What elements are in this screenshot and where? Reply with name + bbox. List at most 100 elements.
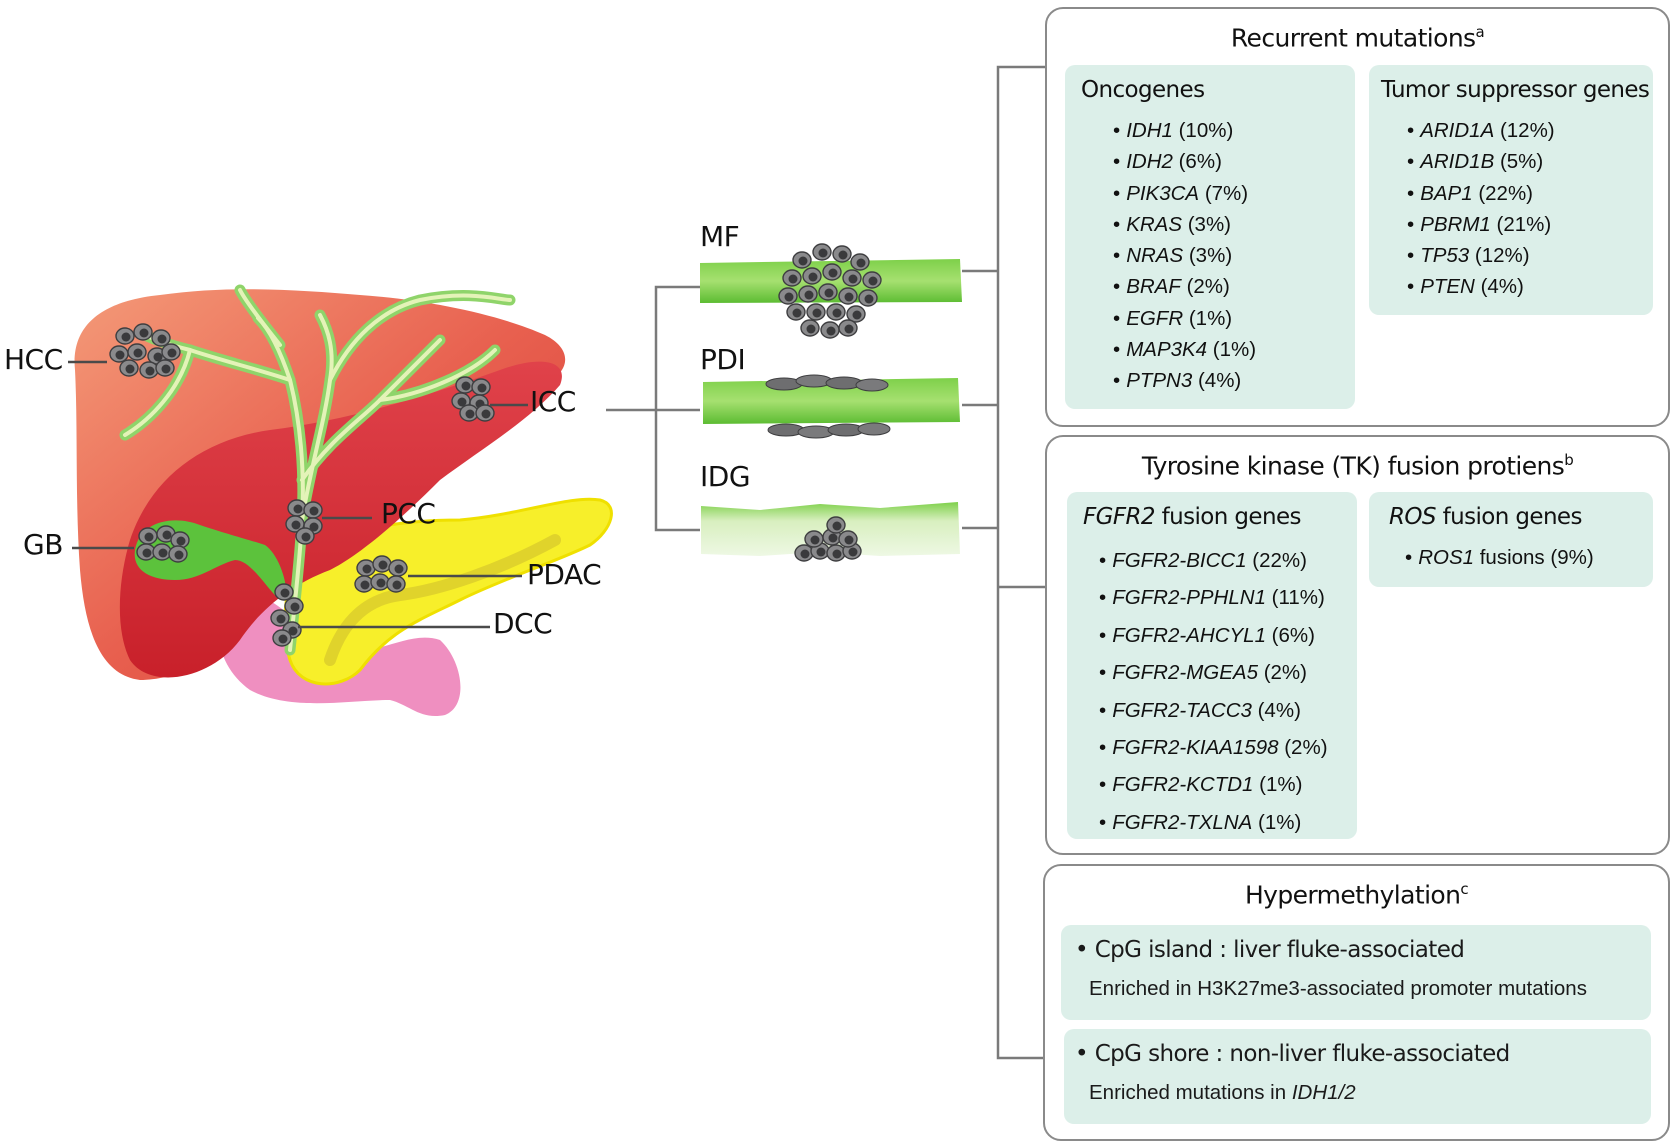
tk-fusion-panel: Tyrosine kinase (TK) fusion protiensb FG… [1045, 435, 1670, 855]
oncogenes-title: Oncogenes [1081, 77, 1205, 103]
label-icc: ICC [530, 385, 576, 418]
gene-name: KRAS [1126, 212, 1183, 236]
gene-frequency: fusions (9%) [1479, 546, 1594, 569]
gene-name: FGFR2-TXLNA [1112, 810, 1253, 834]
bullet-glyph: • [1099, 623, 1107, 647]
bullet-glyph: • [1113, 338, 1121, 362]
bullet-glyph: • [1407, 181, 1415, 205]
cpg-island-heading: • CpG island : liver fluke-associated [1075, 937, 1465, 963]
gene-item: •FGFR2-KIAA1598 (2%) [1099, 729, 1328, 766]
bullet-glyph: • [1099, 773, 1107, 797]
pattern-connector-lines [606, 65, 1048, 1060]
cpg-shore-heading: • CpG shore : non-liver fluke-associated [1075, 1041, 1510, 1067]
fgfr2-list: •FGFR2-BICC1 (22%)•FGFR2-PPHLN1 (11%)•FG… [1099, 542, 1328, 841]
gene-name: MAP3K4 [1126, 338, 1208, 362]
gene-name: PTEN [1420, 275, 1475, 299]
bullet-glyph: • [1099, 549, 1107, 572]
gene-frequency: (22%) [1252, 549, 1307, 572]
label-pdac: PDAC [527, 558, 602, 591]
anatomy-leader-lines [68, 360, 528, 629]
oncogenes-list: •IDH1 (10%)•IDH2 (6%)•PIK3CA (7%)•KRAS (… [1113, 115, 1256, 397]
gene-name: BAP1 [1420, 181, 1473, 205]
gene-name: EGFR [1126, 306, 1184, 330]
gene-item: •BAP1 (22%) [1407, 178, 1555, 209]
gene-item: •PTEN (4%) [1407, 271, 1555, 302]
fgfr2-box: FGFR2 fusion genes •FGFR2-BICC1 (22%)•FG… [1067, 492, 1357, 839]
gene-name: FGFR2-TACC3 [1112, 698, 1252, 722]
hypermethylation-title: Hypermethylationc [1244, 880, 1469, 910]
gene-frequency: (5%) [1499, 150, 1544, 174]
gene-name: ARID1B [1420, 150, 1495, 174]
bullet-glyph: • [1099, 698, 1107, 722]
gene-item: •FGFR2-PPHLN1 (11%) [1099, 579, 1328, 616]
tumor-gb [136, 525, 190, 563]
bullet-glyph: • [1407, 119, 1415, 142]
bullet-glyph: • [1407, 275, 1415, 299]
gene-frequency: (6%) [1178, 150, 1222, 174]
bullet-glyph: • [1113, 306, 1121, 330]
gene-frequency: (4%) [1197, 369, 1242, 393]
bullet-glyph: • [1113, 244, 1121, 268]
cpg-shore-box: • CpG shore : non-liver fluke-associated… [1064, 1029, 1651, 1124]
gene-item: •MAP3K4 (1%) [1113, 334, 1256, 365]
ros-list: •ROS1 fusions (9%) [1405, 542, 1594, 574]
label-hcc: HCC [4, 343, 63, 376]
gene-frequency: (21%) [1496, 212, 1552, 236]
gene-item: •ARID1A (12%) [1407, 115, 1555, 146]
gene-frequency: (3%) [1188, 244, 1233, 268]
tumor-suppressor-list: •ARID1A (12%)•ARID1B (5%)•BAP1 (22%)•PBR… [1407, 115, 1555, 303]
duct-pdi [703, 374, 960, 439]
gene-frequency: (3%) [1187, 212, 1232, 236]
bullet-glyph: • [1113, 150, 1121, 174]
gene-item: •FGFR2-BICC1 (22%) [1099, 542, 1328, 579]
gene-name: FGFR2-PPHLN1 [1112, 586, 1266, 610]
gene-frequency: (1%) [1188, 306, 1233, 330]
bullet-glyph: • [1113, 119, 1121, 142]
label-mf: MF [700, 220, 740, 253]
gene-frequency: (4%) [1257, 698, 1301, 722]
duct-mf [700, 243, 962, 339]
gene-item: •FGFR2-TACC3 (4%) [1099, 692, 1328, 729]
cpg-island-detail: Enriched in H3K27me3-associated promoter… [1089, 977, 1587, 1000]
label-pdi: PDI [700, 343, 746, 376]
gene-name: PIK3CA [1126, 181, 1200, 205]
bullet-glyph: • [1113, 275, 1121, 299]
bullet-glyph: • [1407, 244, 1415, 268]
bullet-glyph: • [1407, 150, 1415, 174]
duct-idg [701, 502, 960, 562]
gene-item: •TP53 (12%) [1407, 240, 1555, 271]
gene-item: •IDH2 (6%) [1113, 146, 1256, 177]
gene-name: FGFR2-KCTD1 [1112, 773, 1254, 797]
gene-name: PTPN3 [1126, 369, 1193, 393]
gene-name: ROS1 [1418, 546, 1475, 569]
gene-name: BRAF [1126, 275, 1181, 299]
label-pcc: PCC [381, 497, 436, 530]
gene-item: •ARID1B (5%) [1407, 146, 1555, 177]
gene-item: •EGFR (1%) [1113, 303, 1256, 334]
tumor-pdac [354, 555, 408, 593]
gene-frequency: (11%) [1271, 586, 1325, 610]
ros-title: ROS fusion genes [1389, 504, 1582, 530]
ros-box: ROS fusion genes •ROS1 fusions (9%) [1369, 492, 1653, 587]
gene-item: •FGFR2-TXLNA (1%) [1099, 804, 1328, 841]
bullet-glyph: • [1407, 212, 1415, 236]
gene-name: FGFR2-BICC1 [1112, 549, 1247, 572]
gene-name: NRAS [1126, 244, 1184, 268]
bullet-glyph: • [1113, 369, 1121, 393]
gene-frequency: (2%) [1284, 736, 1328, 760]
gene-item: •ROS1 fusions (9%) [1405, 542, 1594, 574]
gene-name: IDH1 [1126, 119, 1173, 142]
gene-item: •BRAF (2%) [1113, 271, 1256, 302]
label-idg: IDG [700, 460, 751, 493]
bullet-glyph: • [1099, 736, 1107, 760]
recurrent-mutations-panel: Recurrent mutationsa Oncogenes •IDH1 (10… [1045, 7, 1670, 427]
label-dcc: DCC [493, 607, 553, 640]
gene-frequency: (2%) [1186, 275, 1230, 299]
gene-name: TP53 [1420, 244, 1470, 268]
gene-item: •PBRM1 (21%) [1407, 209, 1555, 240]
bullet-glyph: • [1099, 810, 1107, 834]
bile-duct-tree [119, 284, 516, 656]
gene-name: PBRM1 [1420, 212, 1491, 236]
gene-item: •FGFR2-AHCYL1 (6%) [1099, 617, 1328, 654]
